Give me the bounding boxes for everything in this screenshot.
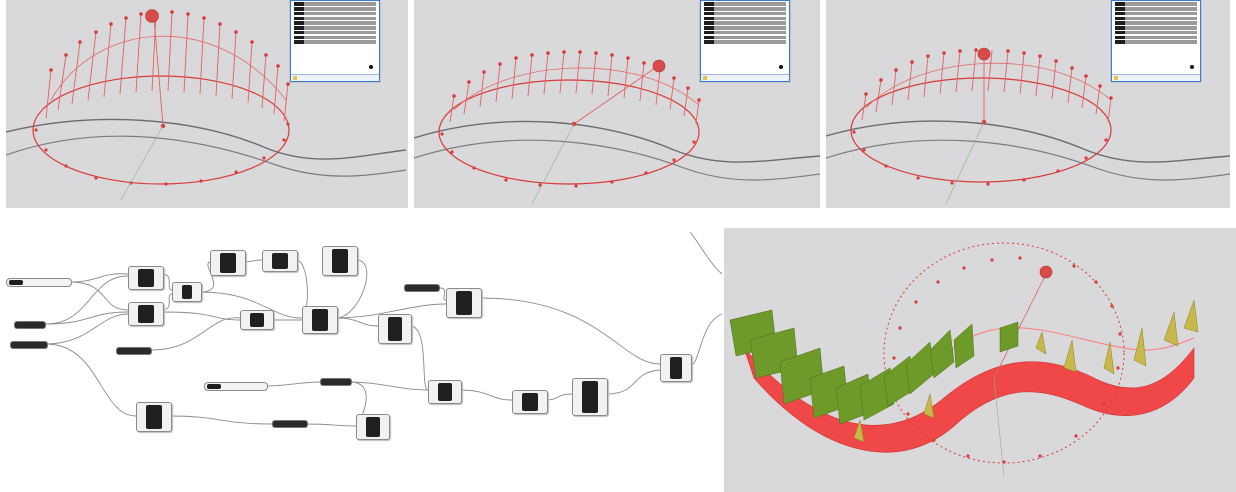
viewport-top-2-scene <box>414 50 820 205</box>
component-node[interactable] <box>240 310 274 330</box>
component-node[interactable] <box>378 314 412 344</box>
component-node[interactable] <box>512 390 548 414</box>
component-node[interactable] <box>210 250 246 276</box>
component-node[interactable] <box>572 378 608 416</box>
input-param[interactable] <box>116 347 152 355</box>
viewport-result <box>724 228 1236 492</box>
component-node[interactable] <box>136 402 172 432</box>
parameter-panel-2 <box>700 0 790 82</box>
component-node[interactable] <box>446 288 482 318</box>
viewport-result-scene <box>729 242 1199 477</box>
viewport-top-1 <box>6 0 408 208</box>
component-node[interactable] <box>660 354 692 382</box>
parameter-panel-1 <box>290 0 380 82</box>
component-node[interactable] <box>128 302 164 326</box>
input-param[interactable] <box>320 378 352 386</box>
viewport-top-2 <box>414 0 820 208</box>
component-node[interactable] <box>322 246 358 276</box>
node-graph <box>0 214 722 492</box>
parameter-panel-3 <box>1111 0 1201 82</box>
component-node[interactable] <box>262 250 298 272</box>
viewport-top-3 <box>826 0 1230 208</box>
component-node[interactable] <box>128 266 164 290</box>
input-param[interactable] <box>272 420 308 428</box>
input-param[interactable] <box>10 341 48 349</box>
number-slider[interactable] <box>6 278 72 287</box>
input-param[interactable] <box>14 321 46 329</box>
component-node[interactable] <box>172 282 202 302</box>
viewport-top-3-scene <box>826 47 1230 205</box>
component-node[interactable] <box>356 414 390 440</box>
component-node[interactable] <box>302 306 338 334</box>
input-param[interactable] <box>404 284 440 292</box>
component-node[interactable] <box>428 380 462 404</box>
viewport-top-1-scene <box>6 9 407 201</box>
number-slider[interactable] <box>204 382 268 391</box>
graph-wires <box>45 231 722 427</box>
